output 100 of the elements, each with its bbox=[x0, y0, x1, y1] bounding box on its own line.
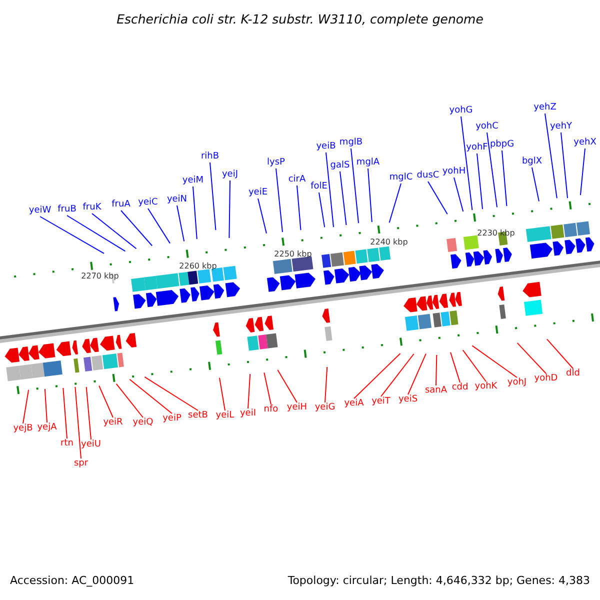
gene-label: rihB bbox=[200, 152, 220, 162]
gene-label: yehY bbox=[550, 122, 572, 132]
leader-line bbox=[580, 148, 586, 196]
leader-line bbox=[40, 216, 105, 254]
leader-line bbox=[350, 148, 359, 224]
leader-line bbox=[472, 345, 518, 378]
scale-label: 2230 kbp bbox=[477, 228, 515, 238]
scale-label: 2240 kbp bbox=[370, 238, 408, 246]
leader-line bbox=[326, 152, 334, 228]
gene-label: yeiN bbox=[166, 194, 188, 206]
leader-line bbox=[92, 213, 137, 250]
gene-label: yehZ bbox=[534, 102, 556, 114]
gene-label: yeiQ bbox=[132, 418, 154, 428]
leader-line bbox=[219, 377, 226, 411]
leader-line bbox=[248, 373, 251, 409]
leader-line bbox=[148, 208, 170, 244]
gene-label: yeiP bbox=[162, 414, 182, 424]
leader-line bbox=[296, 185, 302, 231]
leader-line bbox=[276, 168, 283, 233]
leader-line bbox=[98, 385, 114, 418]
leader-line bbox=[318, 192, 326, 228]
gene-label: yeiL bbox=[216, 410, 234, 422]
leader-line bbox=[210, 162, 216, 231]
gene-label: cdd bbox=[452, 382, 468, 394]
gene-label: yejA bbox=[37, 422, 57, 434]
gene-label: yeiJ bbox=[222, 170, 238, 180]
gene-label: yejB bbox=[13, 424, 33, 434]
leader-line bbox=[62, 387, 68, 439]
leader-line bbox=[116, 383, 144, 418]
leader-line bbox=[428, 181, 448, 215]
footer-text: Topology: circular; Length: 4,646,332 bp; Genes: 4,383 bbox=[288, 574, 590, 587]
gene-label: yeiW bbox=[28, 206, 52, 216]
leader-line bbox=[354, 352, 401, 399]
scale-label: 2250 kbp bbox=[274, 250, 312, 258]
leader-line bbox=[460, 116, 473, 211]
gene-label: yohC bbox=[476, 122, 498, 132]
leader-line bbox=[544, 113, 558, 199]
leader-line bbox=[176, 205, 185, 242]
gene-label: yeiE bbox=[248, 188, 268, 198]
gene-label: yeiC bbox=[138, 198, 158, 208]
leader-line bbox=[436, 354, 438, 386]
leader-line bbox=[22, 389, 30, 424]
leader-line bbox=[144, 376, 198, 411]
leader-line bbox=[277, 369, 298, 403]
leader-line bbox=[450, 352, 460, 383]
gene-label: yeiI bbox=[240, 408, 256, 420]
gene-label: yeiU bbox=[81, 440, 101, 450]
gene-label: yeiT bbox=[372, 396, 390, 408]
gene-label: yohJ bbox=[507, 378, 527, 388]
gene-label: folE bbox=[310, 182, 328, 192]
leader-line bbox=[228, 180, 230, 238]
gene-label: yeiG bbox=[314, 402, 336, 414]
leader-line bbox=[532, 167, 540, 202]
gene-label: galS bbox=[330, 160, 350, 172]
leader-line bbox=[120, 210, 153, 246]
gene-label: sanA bbox=[424, 386, 448, 396]
leader-line bbox=[486, 132, 498, 208]
gene-label: pbpG bbox=[490, 140, 514, 150]
gene-label: dld bbox=[566, 368, 580, 380]
leader-line bbox=[340, 171, 347, 226]
gene-label: nfo bbox=[264, 404, 278, 416]
leader-line bbox=[368, 168, 372, 223]
gene-label: bglX bbox=[522, 156, 542, 168]
gene-label: yohH bbox=[442, 166, 466, 178]
leader-line bbox=[66, 215, 126, 252]
leader-line bbox=[462, 350, 486, 382]
gene-label: yohF bbox=[466, 142, 488, 154]
gene-label: fruB bbox=[58, 204, 76, 216]
leader-line bbox=[258, 198, 267, 234]
gene-label: rtn bbox=[60, 438, 74, 450]
leader-line bbox=[44, 388, 48, 423]
leader-line bbox=[129, 378, 172, 414]
gene-label: yohG bbox=[449, 106, 473, 116]
gene-label: lysP bbox=[267, 158, 285, 168]
gene-label: yeiM bbox=[182, 176, 204, 186]
gene-label: setB bbox=[188, 410, 208, 422]
leader-line bbox=[454, 177, 464, 212]
scale-label: 2270 kbp bbox=[81, 272, 119, 280]
gene-label: spr bbox=[74, 458, 88, 470]
gene-label: yohK bbox=[474, 382, 498, 392]
gene-label: fruA bbox=[112, 200, 130, 210]
leader-line bbox=[192, 186, 198, 240]
leader-line bbox=[380, 353, 414, 397]
gene-label: yohD bbox=[534, 374, 558, 384]
gene-label: yehX bbox=[574, 138, 596, 148]
gene-label: mglA bbox=[356, 158, 380, 168]
scale-label: 2260 kbp bbox=[179, 262, 217, 270]
footer-text: Accession: AC_000091 bbox=[10, 574, 134, 587]
leader-line bbox=[516, 342, 546, 374]
leader-line bbox=[560, 132, 568, 199]
gene-label: yeiR bbox=[103, 418, 123, 428]
gene-label: fruK bbox=[82, 202, 102, 214]
gene-label: yeiA bbox=[344, 398, 364, 410]
title: Escherichia coli str. K-12 substr. W3110, complete genome bbox=[116, 14, 484, 24]
leader-line bbox=[502, 150, 508, 207]
leader-line bbox=[476, 153, 484, 210]
gene-label: yeiH bbox=[286, 402, 308, 414]
leader-line bbox=[546, 338, 574, 369]
gene-label: dusC bbox=[416, 170, 440, 182]
leader-line bbox=[264, 372, 272, 405]
